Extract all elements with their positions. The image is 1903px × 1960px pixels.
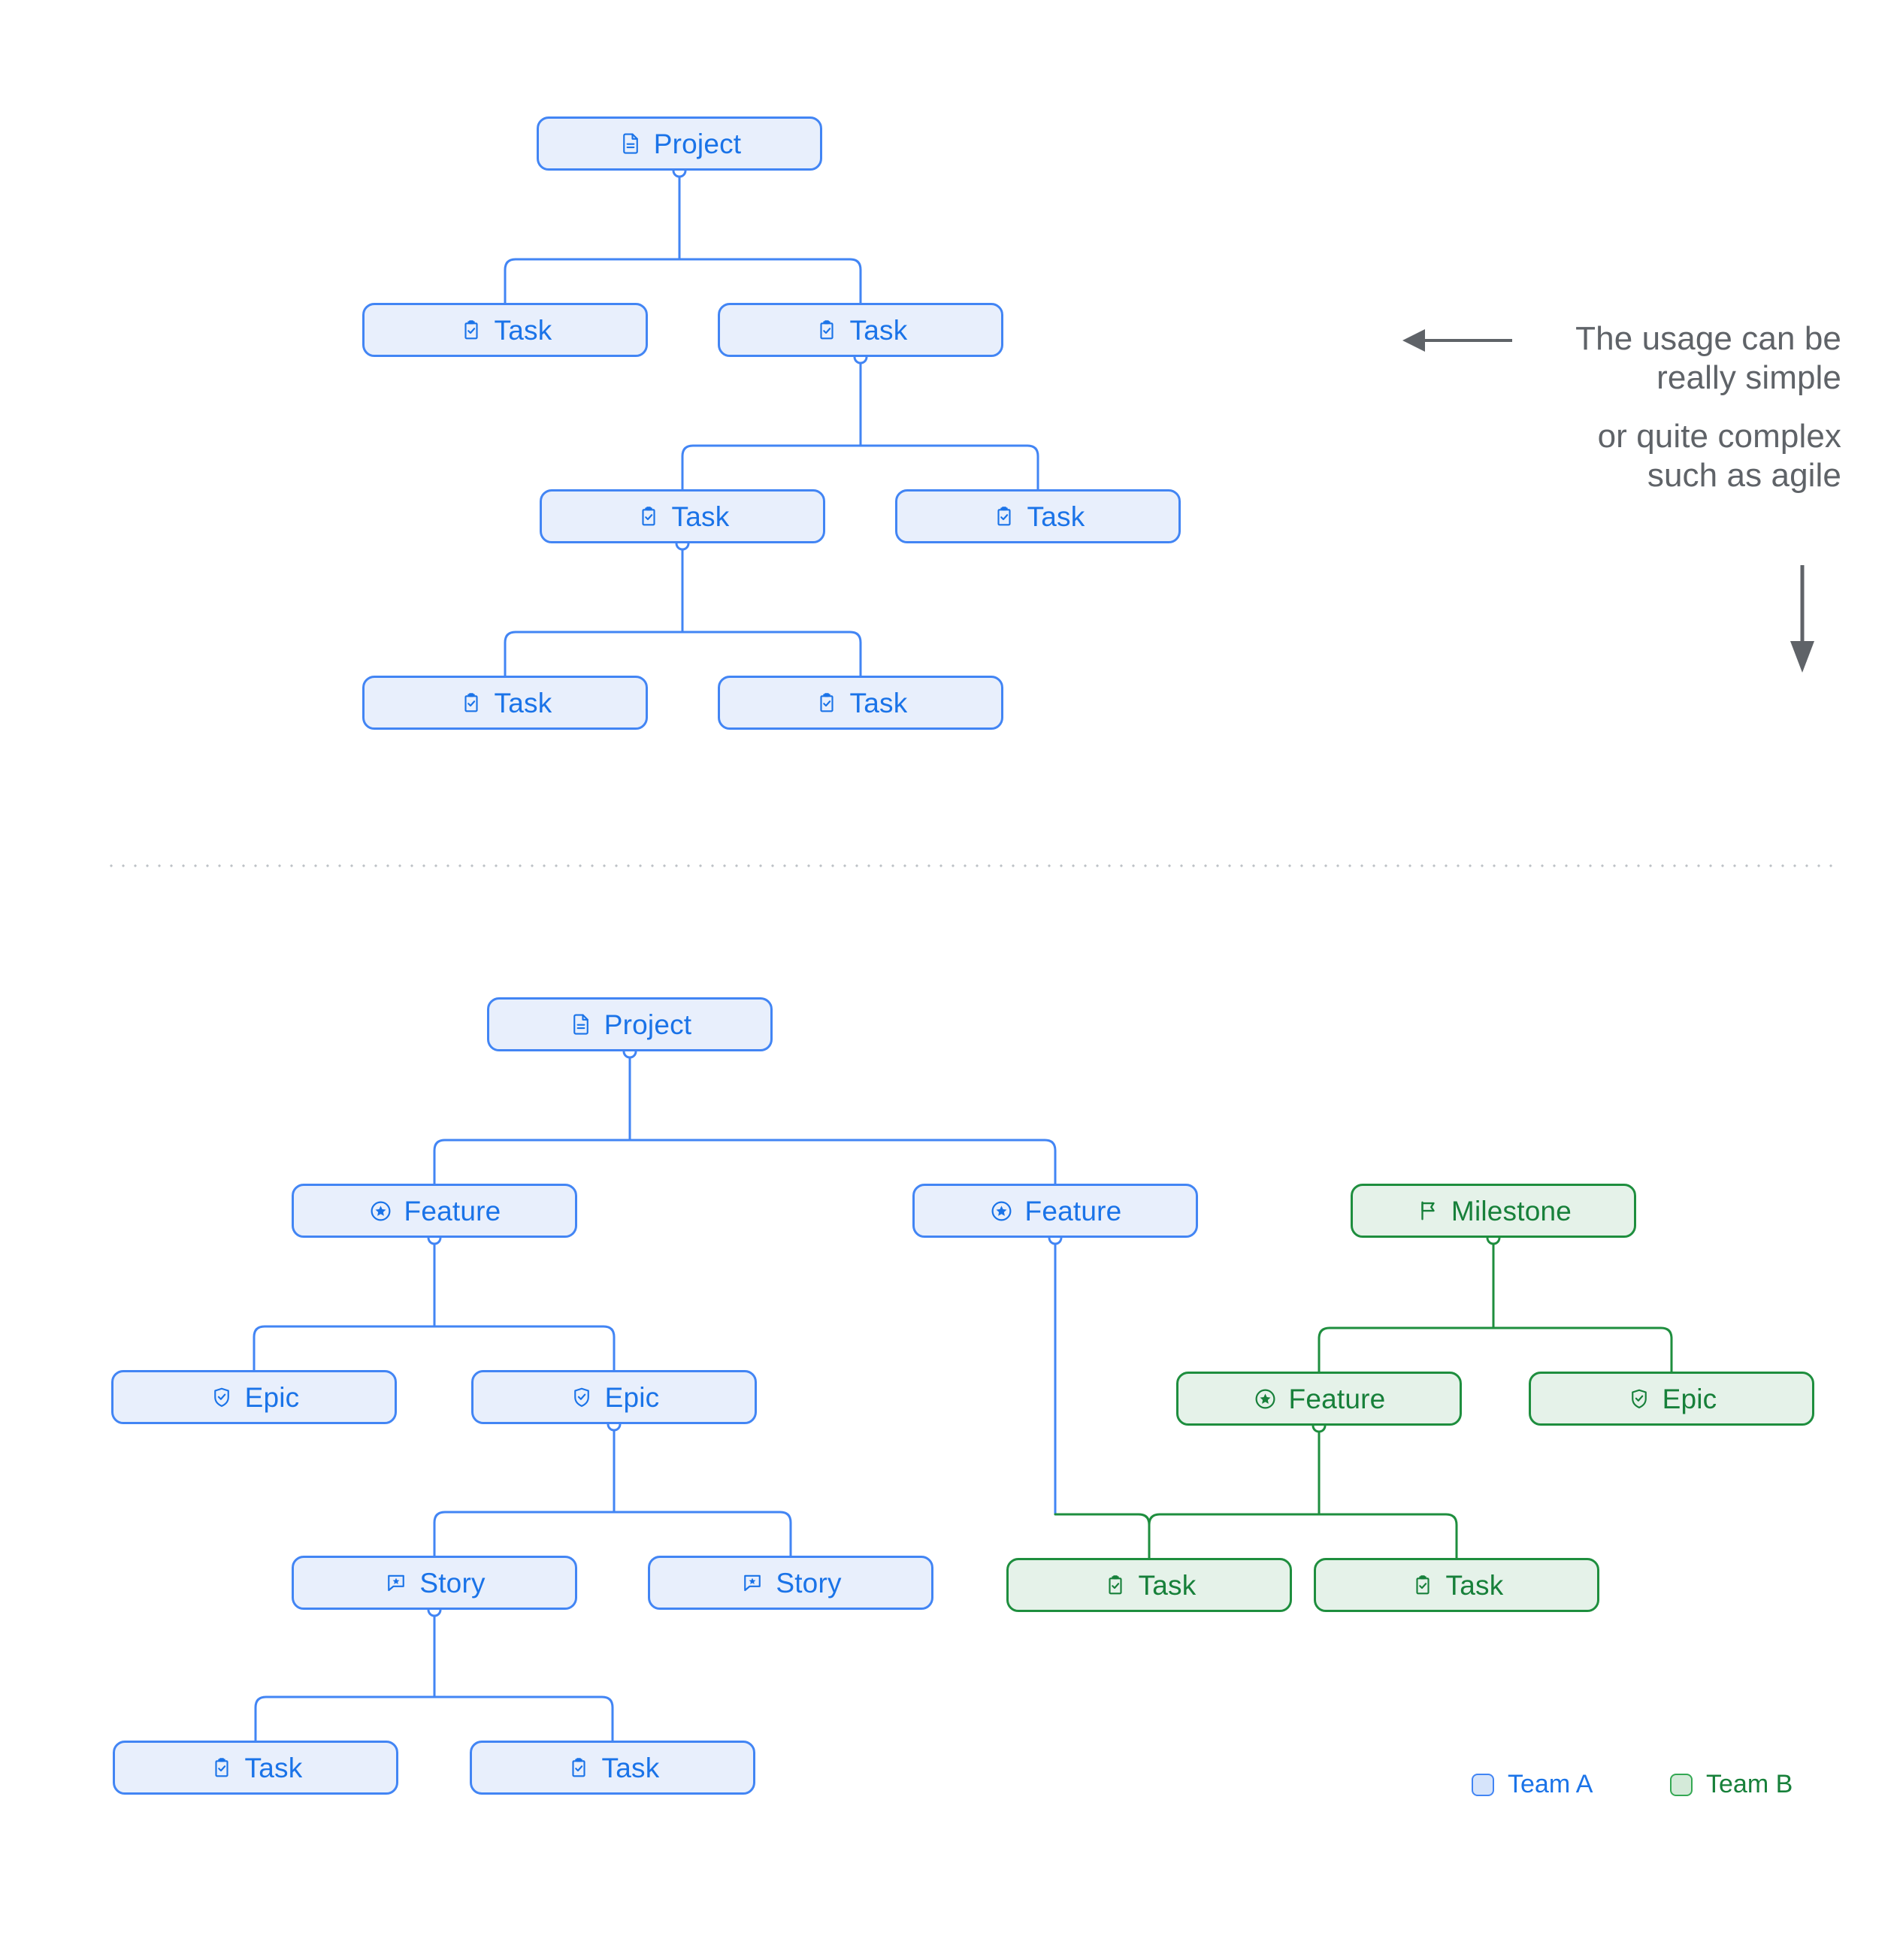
- legend-team-a: Team A: [1472, 1770, 1593, 1799]
- node-task[interactable]: Task: [113, 1741, 398, 1795]
- node-label: Story: [419, 1567, 486, 1599]
- connector-branch: [628, 1139, 1057, 1185]
- legend-team-b: Team B: [1670, 1770, 1793, 1799]
- connector-branch: [678, 258, 862, 304]
- annotation-line-2: really simple: [1656, 358, 1841, 396]
- task-clipboard-icon: [458, 317, 484, 343]
- node-label: Project: [604, 1009, 692, 1040]
- node-label: Task: [1138, 1569, 1197, 1601]
- connector-branch: [253, 1325, 436, 1372]
- connector-branch: [1492, 1326, 1673, 1373]
- story-bubble-icon: [383, 1570, 409, 1596]
- node-label: Task: [244, 1752, 303, 1783]
- epic-shield-icon: [1626, 1386, 1652, 1411]
- feature-star-icon: [989, 1198, 1015, 1223]
- connector-branch: [1318, 1513, 1458, 1559]
- node-label: Epic: [244, 1381, 300, 1413]
- node-label: Task: [494, 687, 552, 718]
- node-feature[interactable]: Feature: [1176, 1372, 1462, 1426]
- arrow-down-icon: [1790, 565, 1814, 673]
- task-clipboard-icon: [636, 504, 661, 529]
- arrow-left-icon: [1402, 329, 1512, 352]
- node-story[interactable]: Story: [648, 1556, 933, 1610]
- node-milestone[interactable]: Milestone: [1351, 1184, 1636, 1238]
- connector-branch: [681, 631, 862, 677]
- usage-annotation: The usage can be really simple or quite …: [1511, 319, 1841, 495]
- epic-shield-icon: [209, 1384, 234, 1410]
- task-clipboard-icon: [1410, 1572, 1436, 1598]
- connector-branch: [1148, 1513, 1321, 1559]
- feature-star-icon: [368, 1198, 394, 1223]
- node-label: Task: [849, 314, 908, 346]
- node-label: Task: [494, 314, 552, 346]
- node-task[interactable]: Task: [362, 676, 648, 730]
- connector-branch: [859, 444, 1039, 491]
- connector-branch: [433, 1695, 614, 1742]
- node-project[interactable]: Project: [537, 116, 822, 171]
- node-label: Task: [1445, 1569, 1504, 1601]
- legend-label-team-a: Team A: [1508, 1770, 1593, 1798]
- node-label: Story: [776, 1567, 842, 1599]
- node-epic[interactable]: Epic: [1529, 1372, 1814, 1426]
- feature-star-icon: [1253, 1386, 1278, 1411]
- connector-branch: [433, 1325, 616, 1372]
- node-epic[interactable]: Epic: [471, 1370, 757, 1424]
- document-icon: [568, 1012, 594, 1037]
- connector-branch: [504, 631, 684, 677]
- connector-branch: [254, 1695, 436, 1742]
- connector-branch: [1054, 1513, 1151, 1559]
- story-bubble-icon: [740, 1570, 765, 1596]
- node-task[interactable]: Task: [895, 489, 1181, 543]
- node-label: Epic: [1662, 1383, 1717, 1414]
- node-label: Task: [671, 501, 730, 532]
- node-project[interactable]: Project: [487, 997, 773, 1051]
- task-clipboard-icon: [458, 690, 484, 715]
- node-story[interactable]: Story: [292, 1556, 577, 1610]
- node-label: Task: [601, 1752, 660, 1783]
- task-clipboard-icon: [566, 1755, 591, 1780]
- node-feature[interactable]: Feature: [912, 1184, 1198, 1238]
- node-label: Task: [849, 687, 908, 718]
- connector-branch: [433, 1511, 616, 1557]
- task-clipboard-icon: [814, 690, 840, 715]
- legend-label-team-b: Team B: [1706, 1770, 1793, 1798]
- milestone-flag-icon: [1415, 1198, 1441, 1223]
- node-task[interactable]: Task: [1314, 1558, 1599, 1612]
- node-label: Task: [1027, 501, 1085, 532]
- node-task[interactable]: Task: [540, 489, 825, 543]
- node-label: Feature: [404, 1195, 501, 1227]
- node-label: Epic: [604, 1381, 660, 1413]
- node-label: Project: [653, 128, 742, 159]
- connector-branch: [681, 444, 862, 491]
- task-clipboard-icon: [209, 1755, 234, 1780]
- connector-branch: [613, 1511, 792, 1557]
- annotation-line-4: such as agile: [1647, 456, 1841, 494]
- legend-swatch-team-b: [1670, 1773, 1693, 1796]
- node-epic[interactable]: Epic: [111, 1370, 397, 1424]
- node-label: Feature: [1024, 1195, 1122, 1227]
- document-icon: [618, 131, 643, 156]
- node-task[interactable]: Task: [718, 676, 1003, 730]
- node-task[interactable]: Task: [362, 303, 648, 357]
- task-clipboard-icon: [1103, 1572, 1128, 1598]
- section-divider: [105, 864, 1841, 867]
- node-task[interactable]: Task: [1006, 1558, 1292, 1612]
- connector-branch: [1318, 1326, 1495, 1373]
- task-clipboard-icon: [991, 504, 1017, 529]
- legend-swatch-team-a: [1472, 1773, 1494, 1796]
- node-label: Milestone: [1451, 1195, 1572, 1227]
- node-task[interactable]: Task: [470, 1741, 755, 1795]
- node-label: Feature: [1288, 1383, 1386, 1414]
- connector-branch: [433, 1139, 631, 1185]
- node-feature[interactable]: Feature: [292, 1184, 577, 1238]
- epic-shield-icon: [569, 1384, 594, 1410]
- task-clipboard-icon: [814, 317, 840, 343]
- annotation-line-3: or quite complex: [1597, 417, 1841, 455]
- node-task[interactable]: Task: [718, 303, 1003, 357]
- annotation-line-1: The usage can be: [1575, 320, 1841, 357]
- connector-branch: [504, 258, 681, 304]
